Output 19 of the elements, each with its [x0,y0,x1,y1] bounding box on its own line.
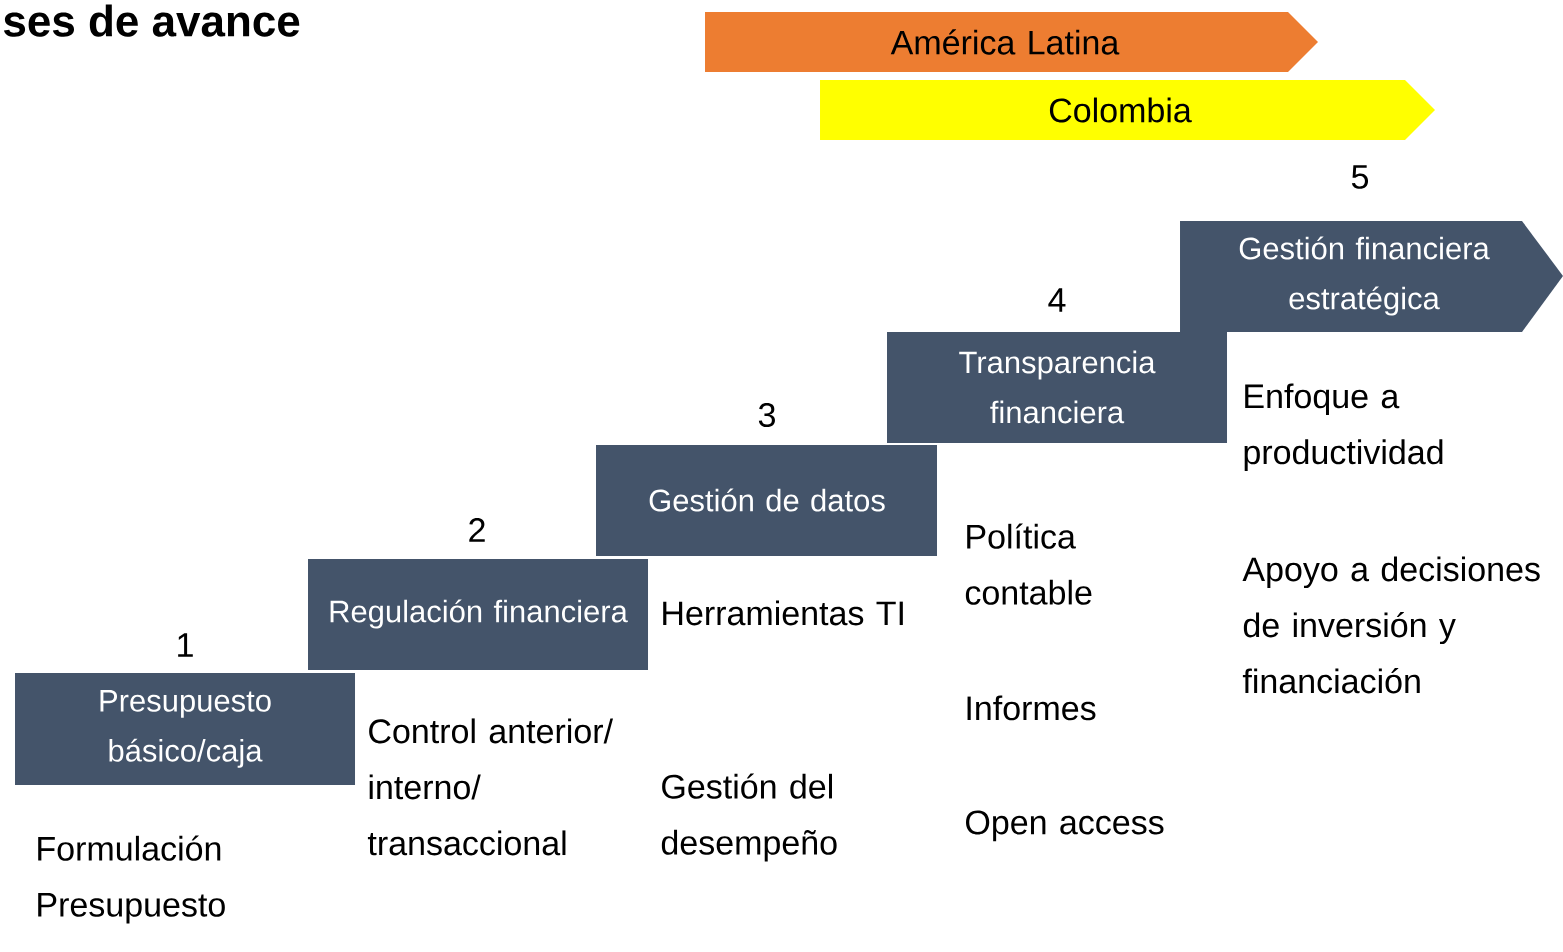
step-box: Regulación financiera [308,559,648,670]
step-number: 2 [469,518,485,542]
item-text: Control anterior/ interno/ transaccional [367,718,613,856]
item-text: Política contable [965,523,1092,605]
item-text: Apoyo a decisiones de inversión y financiación [1242,556,1540,694]
step-box: Gestión de datos [596,445,937,556]
item-text: Informes [967,695,1096,721]
step-number: 3 [758,402,775,428]
item-text: Enfoque a productividad [1244,383,1443,472]
step-number: 1 [178,633,193,657]
step-box: Presupuesto básico/caja [15,673,355,785]
item-text: Gestión del desempeño [661,773,837,862]
step-box: Transparencia financiera [887,332,1227,443]
item-text: Herramientas TI [663,600,903,626]
step-number: 4 [1048,288,1066,312]
step-number: 5 [1351,165,1369,189]
item-text: Open access [966,810,1164,842]
heading: ses de avance [3,4,300,37]
item-text: Formulación Presupuesto [38,835,225,924]
